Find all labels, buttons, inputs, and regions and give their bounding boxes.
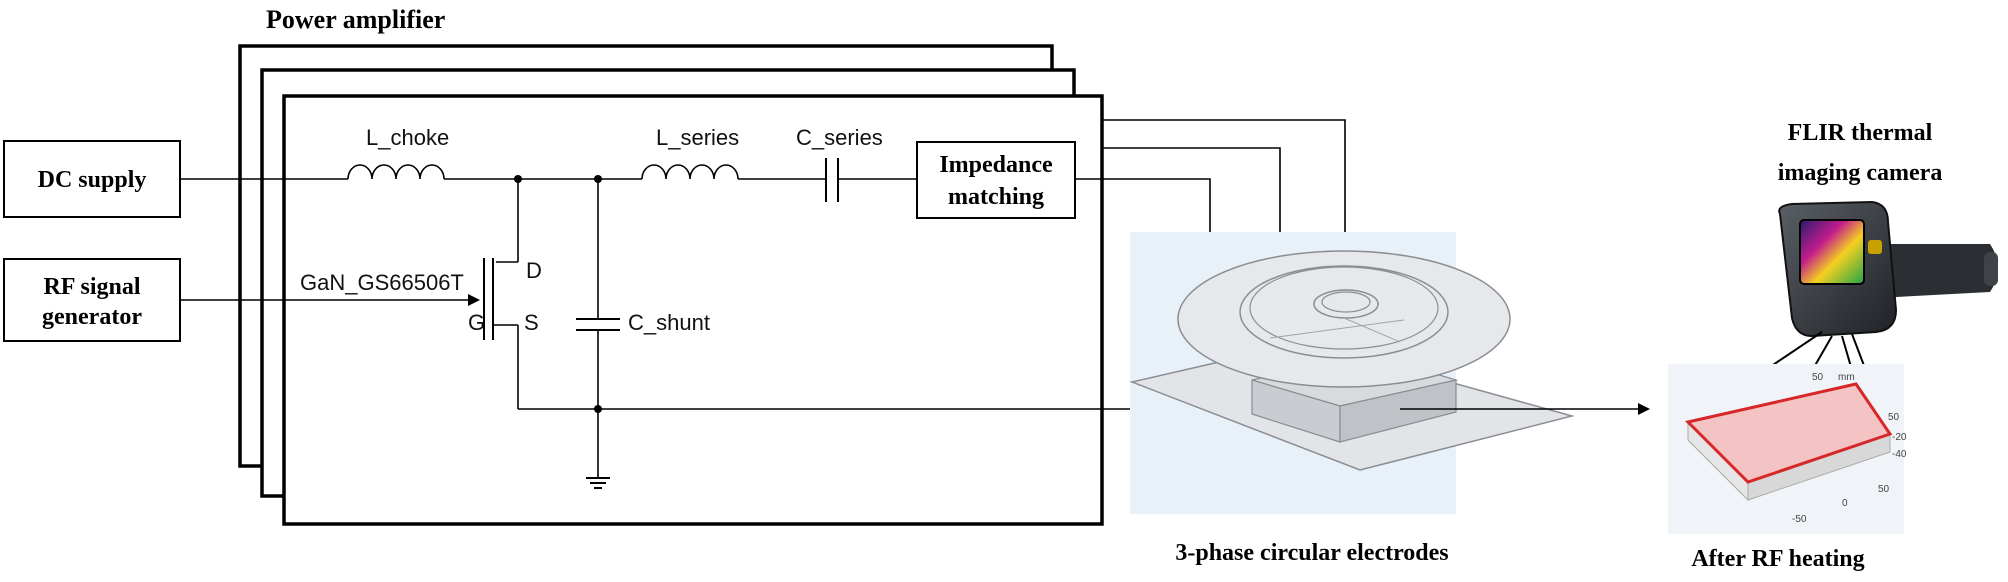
sample-block-right [1339,379,1457,443]
inductor-l-series [641,164,739,180]
junction-dot [594,175,602,183]
axis-tick-top: 50 [1812,372,1824,383]
impedance-label-line2: matching [948,184,1044,210]
label-l-series: L_series [656,125,739,150]
electrode-middle-ring-inner [1249,266,1439,350]
label-c-series: C_series [796,125,883,150]
electrode-outer-ring [1177,250,1511,388]
dc-supply-block: DC supply [3,140,181,218]
electrode-split-line [1269,319,1405,339]
camera-label-line2: imaging camera [1778,160,1943,186]
label-c-shunt: C_shunt [628,310,710,335]
rf-generator-label-line2: generator [42,304,142,330]
inductor-l-choke [347,164,445,180]
electrode-split-line [1343,317,1401,343]
rf-generator-block: RF signal generator [3,258,181,342]
junction-dots [514,175,602,413]
axis-tick-x2: 0 [1842,498,1848,509]
heated-sample-plot: 50 mm 50 -20 -40 50 0 -50 [1668,364,1907,534]
dc-supply-label: DC supply [38,167,147,193]
thermal-camera: FLIR thermal imaging camera [1778,120,1998,338]
camera-screen [1799,219,1865,285]
label-l-choke: L_choke [366,125,449,150]
electrodes-label: 3-phase circular electrodes [1175,540,1448,566]
camera-button [1868,240,1882,254]
impedance-matching-block: Impedance matching [916,141,1076,219]
rf-generator-label-line1: RF signal [43,274,140,300]
axis-tick-side: 50 [1888,412,1900,423]
label-drain: D [526,258,542,283]
label-gate: G [468,310,485,335]
rf-generator-box [3,258,181,342]
axis-tick-x3: -50 [1792,514,1807,525]
after-heating-label: After RF heating [1691,546,1864,572]
junction-dot [594,405,602,413]
label-transistor: GaN_GS66506T [300,270,464,295]
electrode-inner-ring-inner [1321,291,1371,313]
camera-label-line1: FLIR thermal [1788,120,1933,146]
axis-tick-x1: 50 [1878,484,1890,495]
axis-tick-y2: -40 [1892,449,1907,460]
impedance-label-line1: Impedance [939,152,1053,178]
electrode-panel [1129,232,1575,514]
amplifier-stack [238,44,1104,526]
diagram-title: Power amplifier [266,5,445,34]
label-source: S [524,310,539,335]
axis-unit-top: mm [1838,372,1855,383]
junction-dot [514,175,522,183]
heated-top-face [1685,382,1893,484]
electrode-inner-ring-outer [1313,289,1379,319]
impedance-matching-box [916,141,1076,219]
camera-handle-end [1984,252,1998,286]
electrode-middle-ring-outer [1239,265,1449,359]
axis-tick-y1: -20 [1892,432,1907,443]
